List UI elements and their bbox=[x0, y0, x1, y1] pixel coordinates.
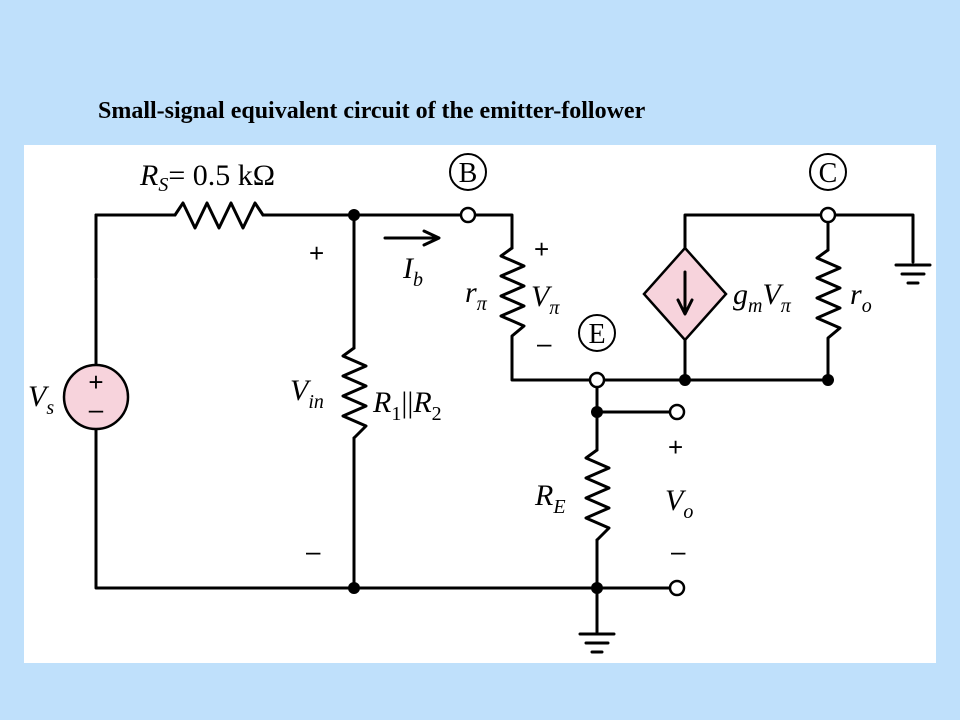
terminal-c bbox=[819, 206, 837, 224]
gm-vpi-label: gmVπ bbox=[733, 278, 792, 317]
vpi-plus: + bbox=[534, 234, 549, 264]
junction-dot bbox=[591, 406, 603, 418]
junction-dot bbox=[822, 374, 834, 386]
terminal-e bbox=[588, 371, 606, 389]
ib-arrow-icon bbox=[383, 229, 441, 247]
vin-plus: + bbox=[309, 238, 324, 268]
vs-label: Vs bbox=[28, 380, 54, 419]
svg-text:B: B bbox=[459, 158, 478, 189]
vo-wires bbox=[595, 410, 672, 590]
ro-resistor bbox=[815, 248, 842, 348]
ib-label: Ib bbox=[402, 252, 423, 291]
vpi-minus: – bbox=[537, 328, 552, 358]
rs-resistor bbox=[173, 201, 265, 230]
junction-dot bbox=[348, 209, 360, 221]
current-arrow-icon bbox=[676, 270, 694, 316]
vin-minus: – bbox=[306, 536, 321, 566]
rpi-resistor bbox=[499, 246, 526, 350]
re-resistor bbox=[584, 448, 611, 542]
left-wire bbox=[94, 213, 599, 590]
ground-bottom-icon bbox=[578, 632, 616, 654]
r1r2-resistor bbox=[341, 346, 368, 440]
rs-label: RS= 0.5 kΩ bbox=[139, 159, 275, 196]
junction-dot bbox=[679, 374, 691, 386]
ground-right-icon bbox=[894, 263, 932, 285]
junction-dot bbox=[348, 582, 360, 594]
voltage-source-plus: + bbox=[88, 367, 103, 397]
svg-text:C: C bbox=[819, 158, 838, 189]
terminal-vo-plus bbox=[668, 403, 686, 421]
terminal-vo-minus bbox=[668, 579, 686, 597]
collector-wire bbox=[683, 213, 915, 382]
vin-label: Vin bbox=[290, 374, 324, 413]
node-label-b: B bbox=[449, 153, 487, 191]
voltage-source-minus: – bbox=[89, 394, 104, 424]
slide-title: Small-signal equivalent circuit of the e… bbox=[98, 98, 646, 124]
node-label-e: E bbox=[578, 314, 616, 352]
re-label: RE bbox=[534, 479, 566, 518]
circuit-panel: + – B C E RS= 0.5 kΩ Ib r bbox=[24, 145, 936, 663]
junction-dots bbox=[348, 209, 834, 594]
voltage-source-circle bbox=[62, 363, 130, 431]
open-terminals bbox=[459, 206, 837, 597]
dependent-current-source bbox=[642, 246, 728, 342]
vo-plus: + bbox=[668, 432, 683, 462]
rpi-label: rπ bbox=[465, 276, 488, 315]
wires bbox=[94, 213, 915, 634]
rpi-branch-wire bbox=[474, 213, 592, 382]
vo-minus: – bbox=[671, 536, 686, 566]
svg-text:E: E bbox=[588, 319, 605, 350]
r1r2-label: R1||R2 bbox=[372, 386, 442, 425]
voltage-source: + – bbox=[62, 363, 130, 431]
vo-label: Vo bbox=[665, 484, 693, 523]
junction-dot bbox=[591, 582, 603, 594]
emitter-wire bbox=[595, 378, 830, 634]
node-label-c: C bbox=[809, 153, 847, 191]
circuit-diagram: + – B C E RS= 0.5 kΩ Ib r bbox=[28, 153, 932, 654]
vpi-label: Vπ bbox=[531, 280, 560, 319]
terminal-b bbox=[459, 206, 477, 224]
ro-label: ro bbox=[850, 278, 872, 317]
